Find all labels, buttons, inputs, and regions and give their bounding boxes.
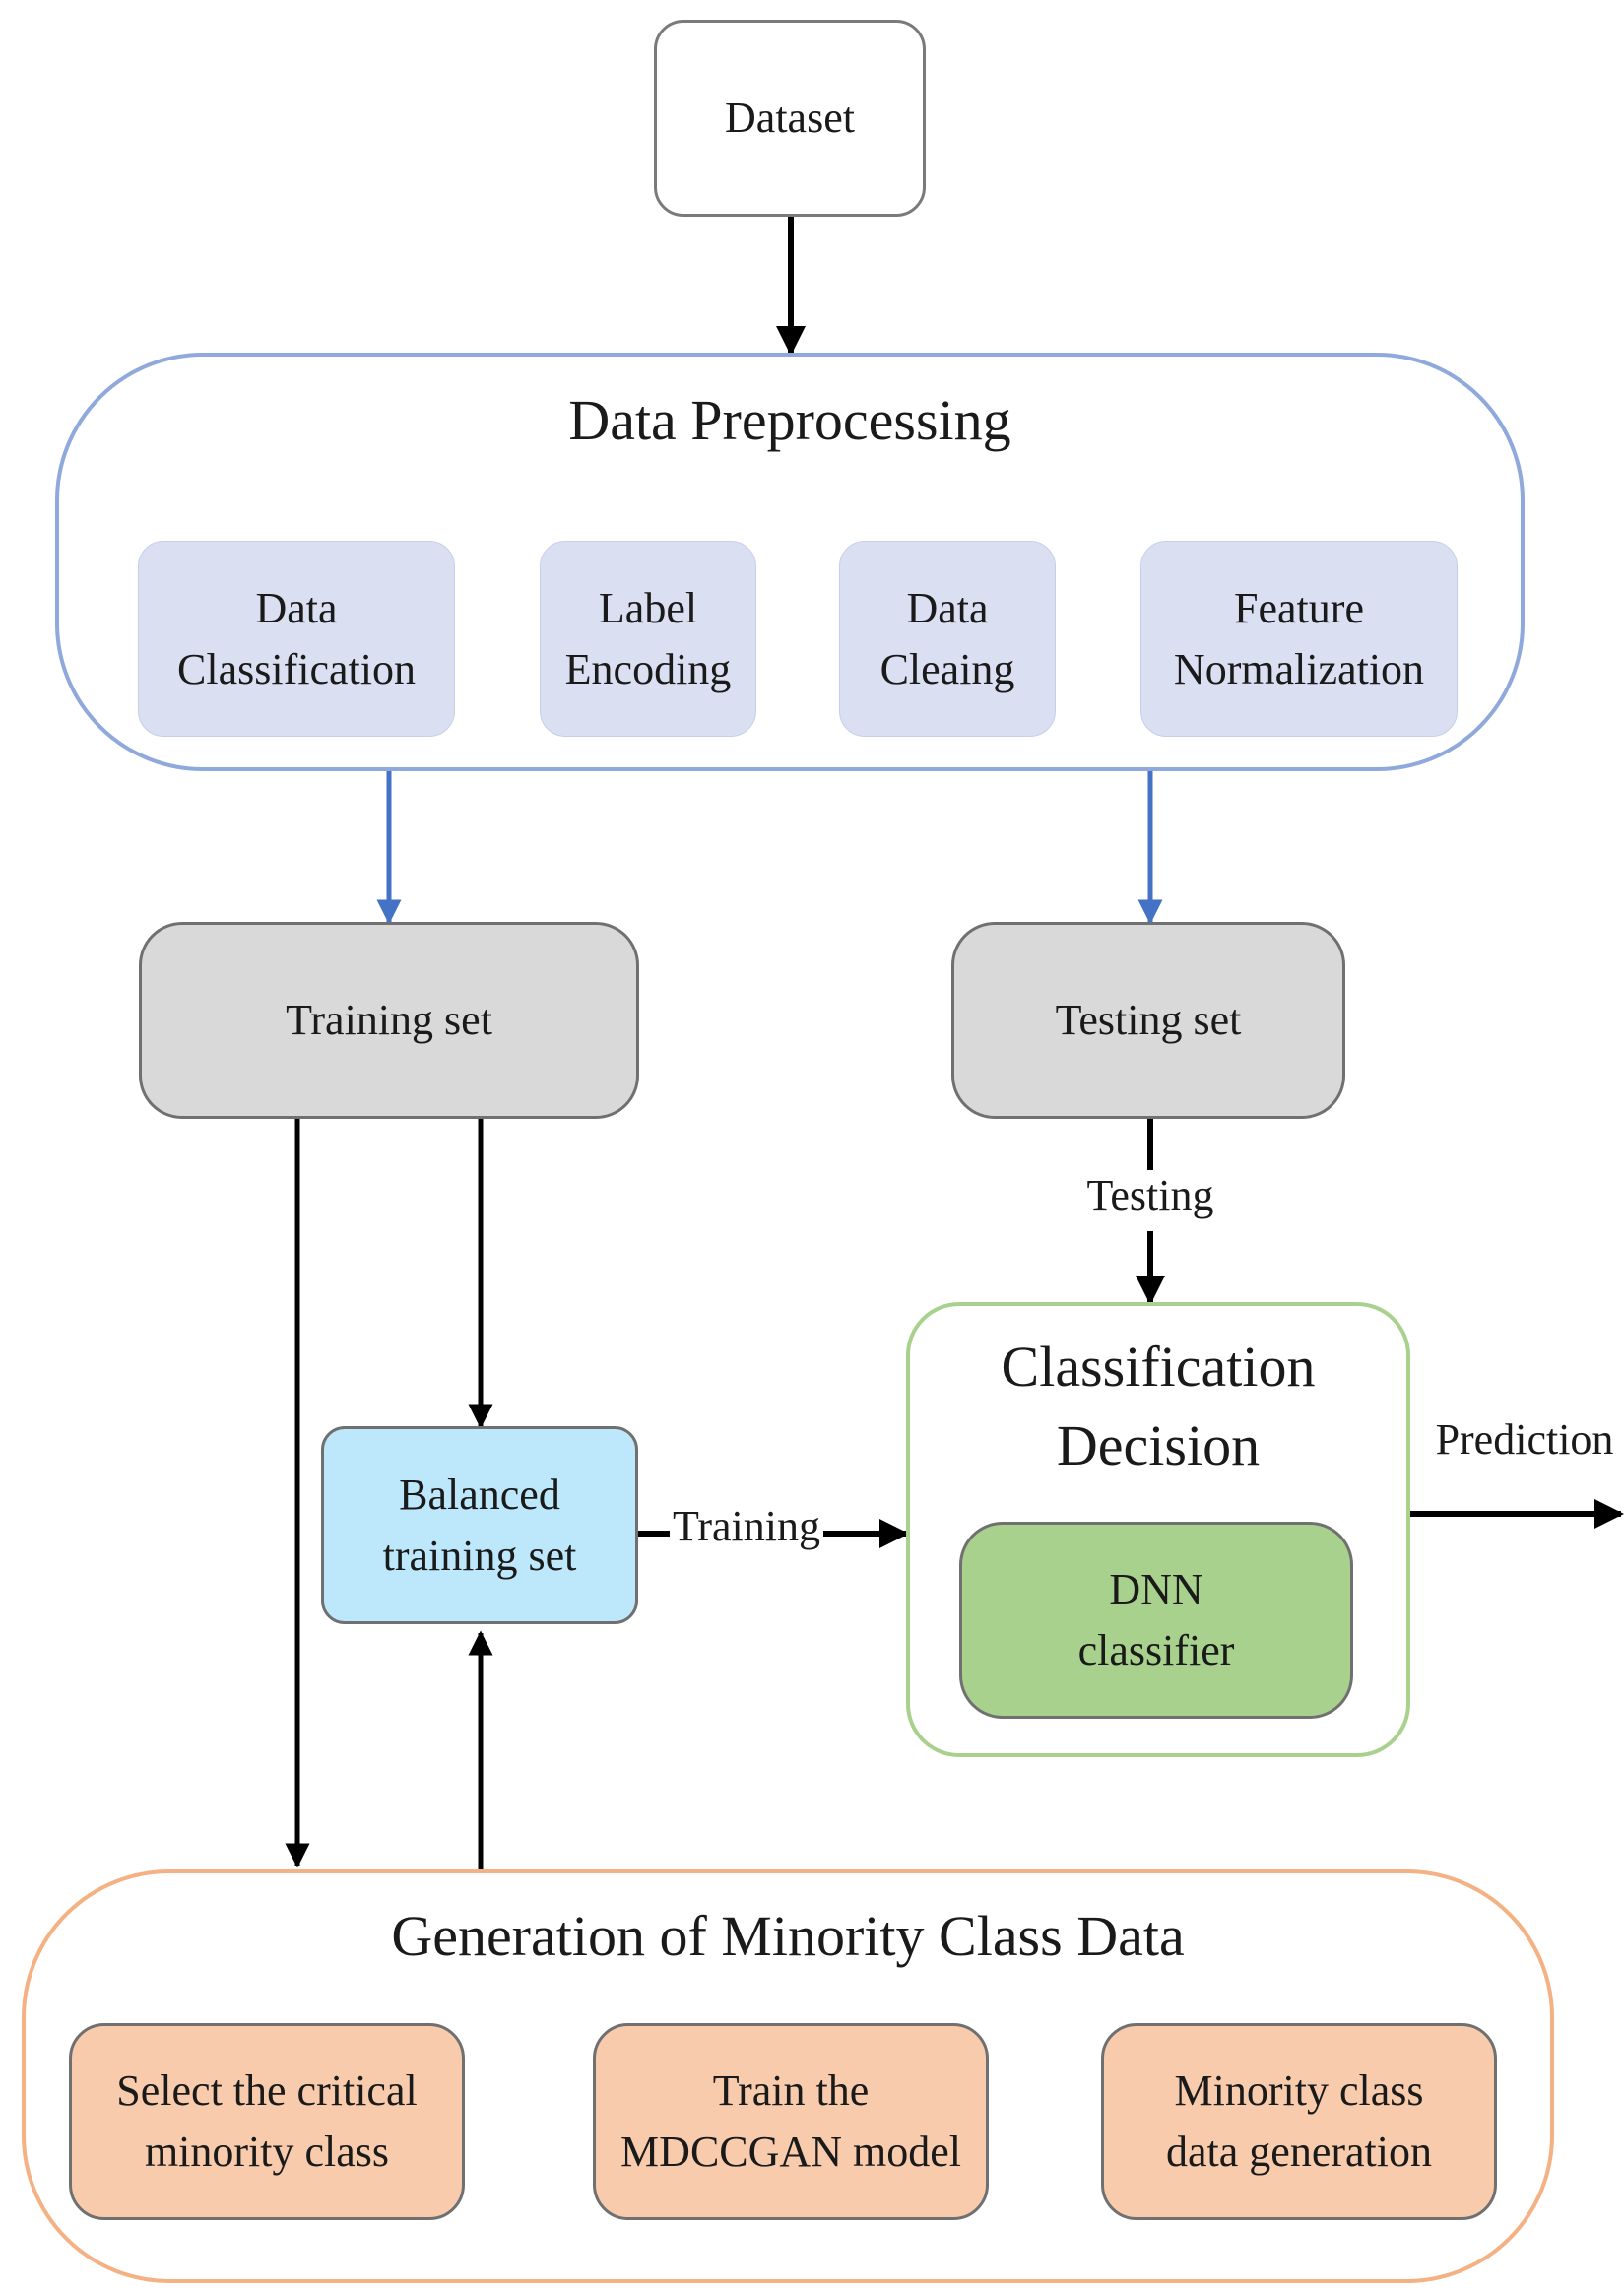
- dnn-classifier-line1: DNN: [1109, 1565, 1203, 1614]
- dnn-classifier-line2: classifier: [1077, 1626, 1235, 1674]
- training-set-node: Training set: [139, 922, 639, 1119]
- balanced-training-set-line2: training set: [382, 1531, 577, 1580]
- step-label-encoding-line1: Label: [598, 583, 698, 632]
- balanced-training-set-line1: Balanced: [399, 1470, 560, 1519]
- step-feature-normalization-line1: Feature: [1234, 583, 1364, 632]
- classification-decision-title-line1: Classification: [1001, 1335, 1316, 1399]
- step-select-line2: minority class: [144, 2128, 390, 2176]
- step-train-mdccgan-model: Train the MDCCGAN model: [593, 2023, 989, 2220]
- step-feature-normalization-line2: Normalization: [1173, 644, 1425, 693]
- step-feature-normalization: Feature Normalization: [1140, 541, 1458, 737]
- dataset-label: Dataset: [725, 94, 855, 143]
- dnn-classifier-node: DNN classifier: [959, 1522, 1353, 1719]
- edge-label-testing: Testing: [1086, 1171, 1214, 1219]
- training-set-label: Training set: [286, 996, 492, 1045]
- step-data-cleaning-line2: Cleaing: [879, 644, 1015, 693]
- generation-title: Generation of Minority Class Data: [391, 1904, 1185, 1968]
- testing-set-node: Testing set: [951, 922, 1345, 1119]
- step-select-line1: Select the critical: [116, 2066, 418, 2116]
- step-minority-class-data-generation: Minority class data generation: [1101, 2023, 1497, 2220]
- step-label-encoding-line2: Encoding: [564, 644, 732, 693]
- step-generate-line1: Minority class: [1174, 2066, 1424, 2116]
- step-train-line2: MDCCGAN model: [620, 2128, 961, 2176]
- dataset-node: Dataset: [654, 20, 926, 217]
- preprocessing-title: Data Preprocessing: [568, 388, 1011, 452]
- step-generate-line2: data generation: [1166, 2128, 1432, 2176]
- classification-decision-title-line2: Decision: [1056, 1413, 1261, 1477]
- step-select-critical-minority-class: Select the critical minority class: [69, 2023, 465, 2220]
- step-data-classification-line1: Data: [255, 583, 338, 632]
- step-data-classification: Data Classification: [138, 541, 455, 737]
- edge-label-training: Training: [673, 1502, 820, 1550]
- testing-set-label: Testing set: [1055, 996, 1242, 1045]
- step-data-cleaning-line1: Data: [906, 583, 989, 632]
- step-data-classification-line2: Classification: [177, 644, 416, 693]
- step-label-encoding: Label Encoding: [540, 541, 756, 737]
- step-train-line1: Train the: [712, 2066, 870, 2116]
- balanced-training-set-node: Balanced training set: [321, 1426, 638, 1624]
- edge-label-prediction: Prediction: [1435, 1415, 1614, 1464]
- step-data-cleaning: Data Cleaing: [839, 541, 1056, 737]
